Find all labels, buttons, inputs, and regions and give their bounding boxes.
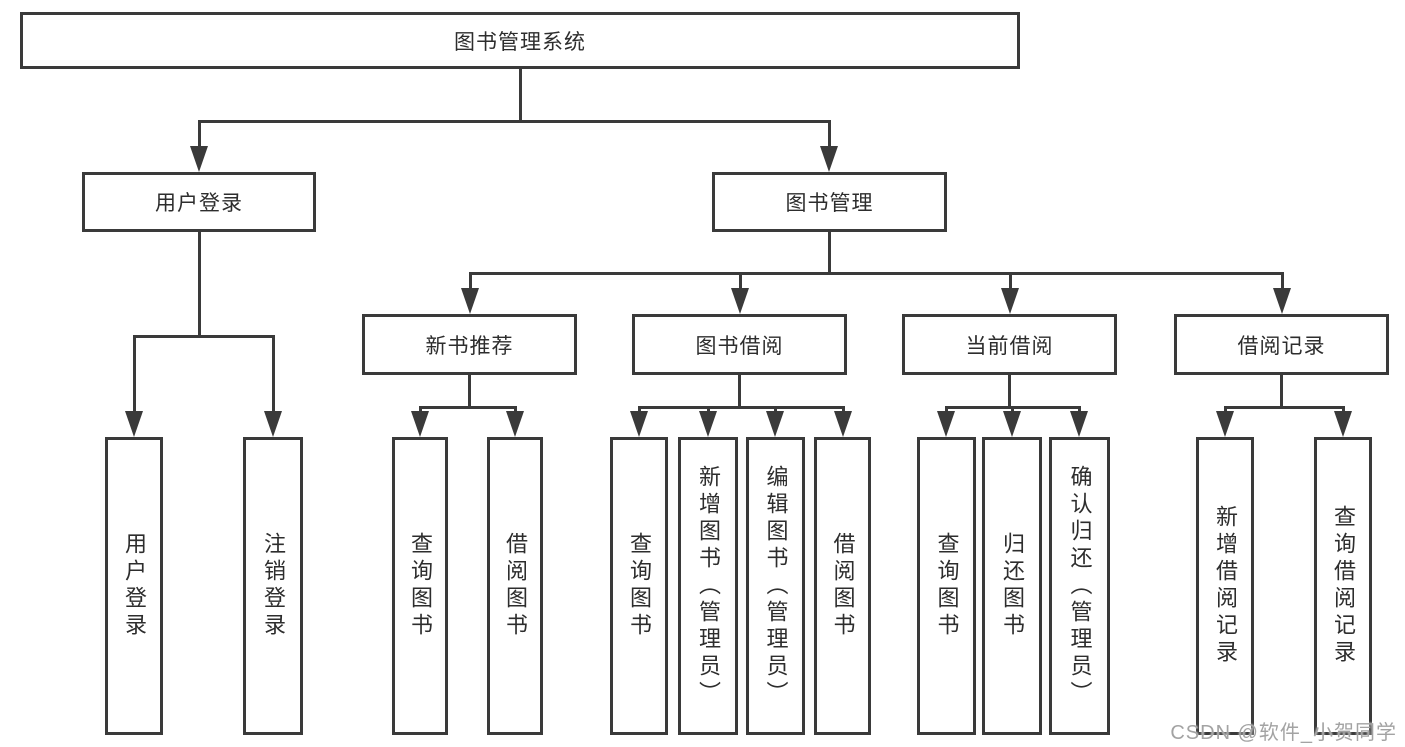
arrow-down-icon [264,411,282,437]
connector-level3-bus [468,272,1284,275]
arrow-down-icon [699,411,717,437]
connector-new-book-bus [418,406,517,409]
leaf-query-books-recommend: 查询图书 [392,437,448,735]
arrow-down-icon [461,288,479,314]
arrow-down-icon [1001,288,1019,314]
leaf-confirm-return-admin-label: 确认归还（管理员） [1067,464,1093,708]
node-user-login-label: 用户登录 [155,192,243,215]
connector-root-drop [518,68,522,120]
connector-borrow-record-bus [1223,406,1345,409]
leaf-borrow-books-borrowing: 借阅图书 [814,437,871,735]
leaf-borrow-books-borrowing-label: 借阅图书 [830,532,856,640]
node-borrowing-records-label: 借阅记录 [1237,334,1326,358]
leaf-borrow-books-recommend: 借阅图书 [487,437,543,735]
connector-level3-drop [468,272,472,296]
leaf-logout-login-label: 注销登录 [261,532,286,640]
leaf-query-books-borrowing-label: 查询图书 [627,532,652,640]
connector-level2-bus [197,120,831,123]
node-library-system-label: 图书管理系统 [454,30,586,54]
leaf-edit-books-admin-label: 编辑图书（管理员） [763,464,789,708]
node-new-book-recommend-label: 新书推荐 [425,334,514,358]
leaf-borrow-books-recommend-label: 借阅图书 [503,532,528,640]
connector-book-borrow-bus [637,406,845,409]
connector-new-book-drop [468,375,471,406]
arrow-down-icon [630,411,648,437]
connector-user-login-drop [197,232,201,335]
node-book-management: 图书管理 [712,172,947,232]
arrow-down-icon [1216,411,1234,437]
arrow-down-icon [506,411,524,437]
leaf-confirm-return-admin: 确认归还（管理员） [1049,437,1110,735]
node-borrowing-records: 借阅记录 [1174,314,1389,375]
connector-level3-drop [738,272,742,296]
leaf-query-books-recommend-label: 查询图书 [408,532,433,640]
leaf-add-borrow-record: 新增借阅记录 [1196,437,1254,735]
connector-user-login-bus [132,335,275,338]
arrow-down-icon [834,411,852,437]
node-user-login: 用户登录 [82,172,316,232]
arrow-down-icon [125,411,143,437]
arrow-down-icon [1003,411,1021,437]
connector-leaf-drop [132,335,136,417]
arrow-down-icon [937,411,955,437]
arrow-down-icon [1273,288,1291,314]
leaf-query-borrow-record-label: 查询借阅记录 [1331,505,1356,667]
leaf-add-books-admin: 新增图书（管理员） [678,437,738,735]
arrow-down-icon [766,411,784,437]
connector-book-borrow-drop [738,375,741,406]
arrow-down-icon [411,411,429,437]
node-library-system: 图书管理系统 [20,12,1020,69]
leaf-user-login: 用户登录 [105,437,163,735]
leaf-return-books: 归还图书 [982,437,1042,735]
leaf-query-books-current-label: 查询图书 [934,532,960,640]
node-current-borrowing: 当前借阅 [902,314,1117,375]
leaf-add-books-admin-label: 新增图书（管理员） [696,464,721,708]
arrow-down-icon [1334,411,1352,437]
connector-leaf-drop [271,335,275,417]
node-book-borrowing-label: 图书借阅 [695,334,784,358]
node-book-borrowing: 图书借阅 [632,314,847,375]
leaf-query-books-borrowing: 查询图书 [610,437,668,735]
leaf-user-login-label: 用户登录 [122,532,147,640]
leaf-query-books-current: 查询图书 [917,437,976,735]
connector-borrow-record-drop [1280,375,1283,406]
arrow-down-icon [731,288,749,314]
node-new-book-recommend: 新书推荐 [362,314,577,375]
arrow-down-icon [190,146,208,172]
node-current-borrowing-label: 当前借阅 [965,334,1054,358]
csdn-watermark: CSDN @软件_小贺同学 [1170,722,1397,744]
leaf-edit-books-admin: 编辑图书（管理员） [746,437,805,735]
leaf-query-borrow-record: 查询借阅记录 [1314,437,1372,735]
connector-level3-drop [1008,272,1012,296]
leaf-add-borrow-record-label: 新增借阅记录 [1213,505,1238,667]
leaf-logout-login: 注销登录 [243,437,303,735]
connector-current-borrow-drop [1008,375,1011,406]
connector-level2-drop-right [827,120,831,150]
connector-book-management-drop [827,232,831,272]
connector-level3-drop [1280,272,1284,296]
leaf-return-books-label: 归还图书 [1000,532,1025,640]
arrow-down-icon [820,146,838,172]
connector-level2-drop-left [197,120,201,150]
node-book-management-label: 图书管理 [785,192,874,215]
arrow-down-icon [1070,411,1088,437]
